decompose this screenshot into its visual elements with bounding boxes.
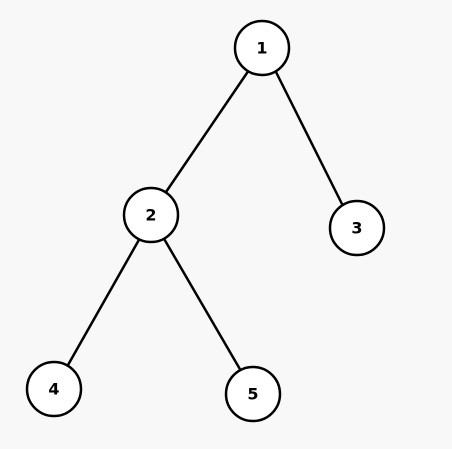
node-label: 3 <box>351 219 362 238</box>
node-circle <box>328 199 386 257</box>
nodes-layer: 1 2 3 4 5 <box>25 19 386 423</box>
node-circle <box>233 19 291 77</box>
node-label: 4 <box>48 380 59 399</box>
tree-node-3: 3 <box>328 199 386 257</box>
edge-1-2 <box>164 68 251 194</box>
edge-2-4 <box>66 236 142 367</box>
edges-layer <box>66 68 345 373</box>
node-circle <box>122 186 180 244</box>
tree-node-1: 1 <box>233 19 291 77</box>
node-circle <box>25 360 83 418</box>
edge-1-3 <box>273 68 345 208</box>
tree-node-5: 5 <box>224 365 282 423</box>
node-label: 1 <box>256 39 267 58</box>
node-label: 2 <box>145 206 156 225</box>
tree-node-4: 4 <box>25 360 83 418</box>
node-circle <box>224 365 282 423</box>
edge-2-5 <box>161 235 243 373</box>
node-label: 5 <box>247 385 258 404</box>
tree-node-2: 2 <box>122 186 180 244</box>
